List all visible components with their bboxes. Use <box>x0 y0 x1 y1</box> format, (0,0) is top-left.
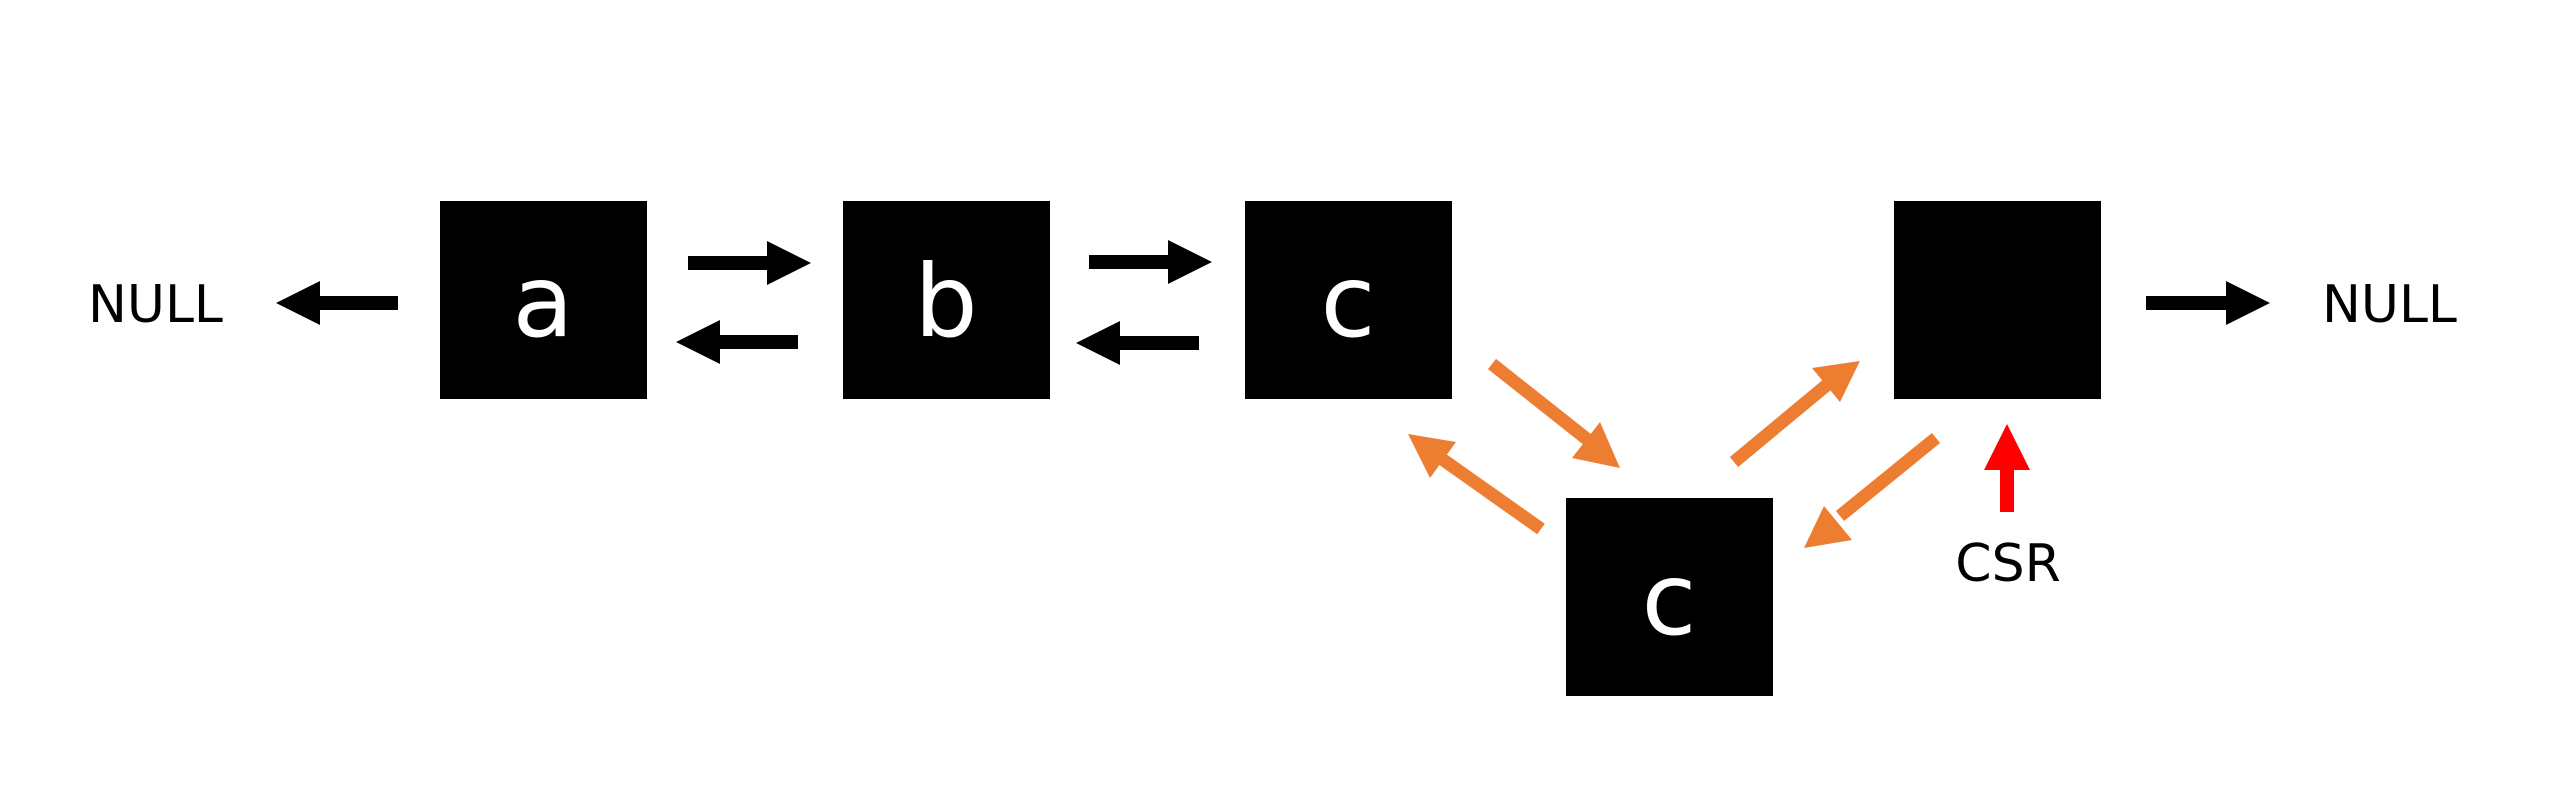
node-b: b <box>843 201 1050 399</box>
b-next-arrow <box>1089 240 1212 284</box>
a-next-arrow <box>688 241 811 285</box>
c-prev-arrow <box>1076 321 1199 365</box>
b-prev-arrow <box>676 320 798 364</box>
node-new-c-label: c <box>1642 541 1697 658</box>
new-c-to-tail-arrow <box>1729 361 1860 468</box>
node-a: a <box>440 201 647 399</box>
node-c: c <box>1245 201 1452 399</box>
node-new-c: c <box>1566 498 1773 696</box>
tail-next-arrow <box>2146 281 2270 325</box>
a-prev-arrow <box>276 281 398 325</box>
node-a-label: a <box>512 243 573 360</box>
csr-label: CSR <box>1955 534 2060 594</box>
node-tail <box>1894 201 2101 399</box>
node-b-label: b <box>914 243 977 360</box>
tail-to-new-c-arrow <box>1804 432 1941 548</box>
new-c-to-c-arrow <box>1408 434 1545 535</box>
node-c-label: c <box>1321 243 1376 360</box>
c-to-new-c-arrow <box>1487 358 1620 468</box>
csr-pointer-arrow <box>1984 424 2030 512</box>
null-left-label: NULL <box>88 275 223 335</box>
null-right-label: NULL <box>2322 275 2457 335</box>
